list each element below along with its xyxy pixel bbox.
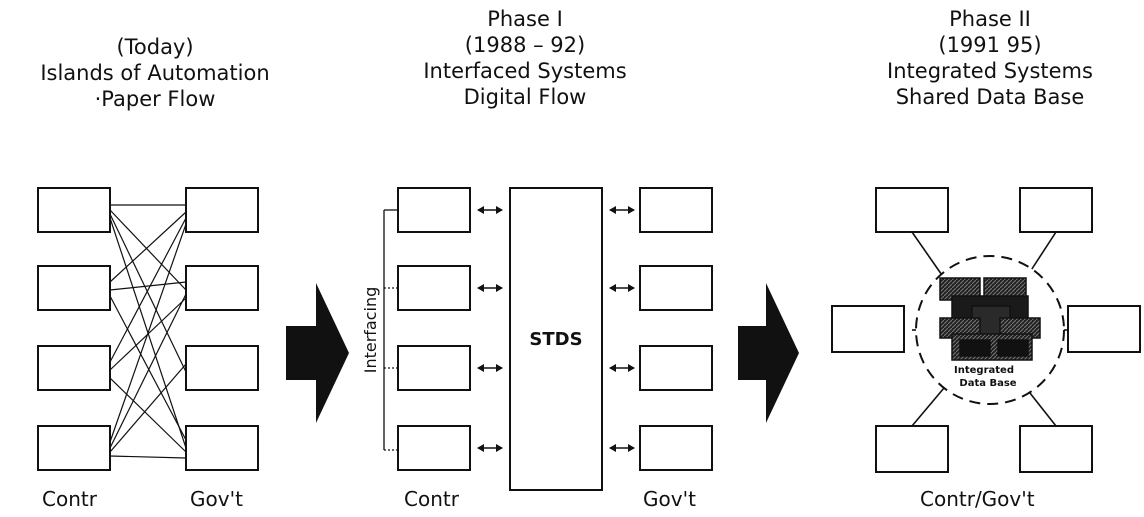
today-gov-caption: Gov't xyxy=(190,487,243,511)
phase1-heading-line-1: Phase I xyxy=(487,7,563,31)
phase2-box-mid-right xyxy=(1067,305,1141,353)
today-gov-box-2 xyxy=(185,265,259,311)
transition-arrow-1 xyxy=(286,283,349,423)
phase1-contr-box-2 xyxy=(397,265,471,311)
phase1-gov-box-2 xyxy=(639,265,713,311)
database-label-line-2: Data Base xyxy=(959,378,1016,389)
phase2-box-top-left xyxy=(875,187,949,233)
today-heading-line-3: ·Paper Flow xyxy=(94,87,216,111)
today-heading-line-2: Islands of Automation xyxy=(40,61,270,85)
phase2-heading: Phase II (1991 95) Integrated Systems Sh… xyxy=(855,6,1125,110)
today-heading-line-1: (Today) xyxy=(116,35,194,59)
phase2-box-bottom-right xyxy=(1019,425,1093,473)
phase1-heading: Phase I (1988 – 92) Interfaced Systems D… xyxy=(400,6,650,110)
today-contr-box-3 xyxy=(37,345,111,391)
database-icon xyxy=(939,277,1041,361)
today-crossing-links xyxy=(109,204,187,459)
phase1-contr-box-1 xyxy=(397,187,471,233)
phase1-heading-line-3: Interfaced Systems xyxy=(423,59,627,83)
today-diagram xyxy=(37,187,259,471)
phase2-box-top-right xyxy=(1019,187,1093,233)
phase1-gov-box-3 xyxy=(639,345,713,391)
today-gov-box-3 xyxy=(185,345,259,391)
phase2-diagram xyxy=(831,187,1141,473)
phase2-box-mid-left xyxy=(831,305,905,353)
phase1-contr-box-3 xyxy=(397,345,471,391)
phase1-heading-line-2: (1988 – 92) xyxy=(464,33,586,57)
today-gov-box-4 xyxy=(185,425,259,471)
phase1-stds-box xyxy=(509,187,603,491)
phase2-box-bottom-left xyxy=(875,425,949,473)
phase2-heading-line-2: (1991 95) xyxy=(938,33,1042,57)
phase2-heading-line-3: Integrated Systems xyxy=(887,59,1093,83)
phase1-gov-box-1 xyxy=(639,187,713,233)
phase1-contr-caption: Contr xyxy=(404,487,459,511)
today-contr-caption: Contr xyxy=(42,487,97,511)
phase2-heading-line-1: Phase II xyxy=(949,7,1031,31)
interfacing-label: Interfacing xyxy=(361,287,380,374)
phase1-gov-box-4 xyxy=(639,425,713,471)
phase1-heading-line-4: Digital Flow xyxy=(463,85,587,109)
stds-label: STDS xyxy=(529,329,582,350)
phase1-diagram xyxy=(397,187,713,491)
database-label-line-1: Integrated xyxy=(954,365,1014,376)
transition-arrow-2 xyxy=(738,283,799,423)
today-contr-box-2 xyxy=(37,265,111,311)
today-gov-box-1 xyxy=(185,187,259,233)
today-heading: (Today) Islands of Automation ·Paper Flo… xyxy=(20,34,290,112)
phase2-caption: Contr/Gov't xyxy=(920,487,1035,511)
phase1-exchange-arrows xyxy=(477,206,635,452)
today-contr-box-4 xyxy=(37,425,111,471)
today-contr-box-1 xyxy=(37,187,111,233)
phase1-contr-box-4 xyxy=(397,425,471,471)
phase1-interfacing-bracket xyxy=(383,209,398,451)
phase2-heading-line-4: Shared Data Base xyxy=(895,85,1085,109)
phase1-gov-caption: Gov't xyxy=(643,487,696,511)
